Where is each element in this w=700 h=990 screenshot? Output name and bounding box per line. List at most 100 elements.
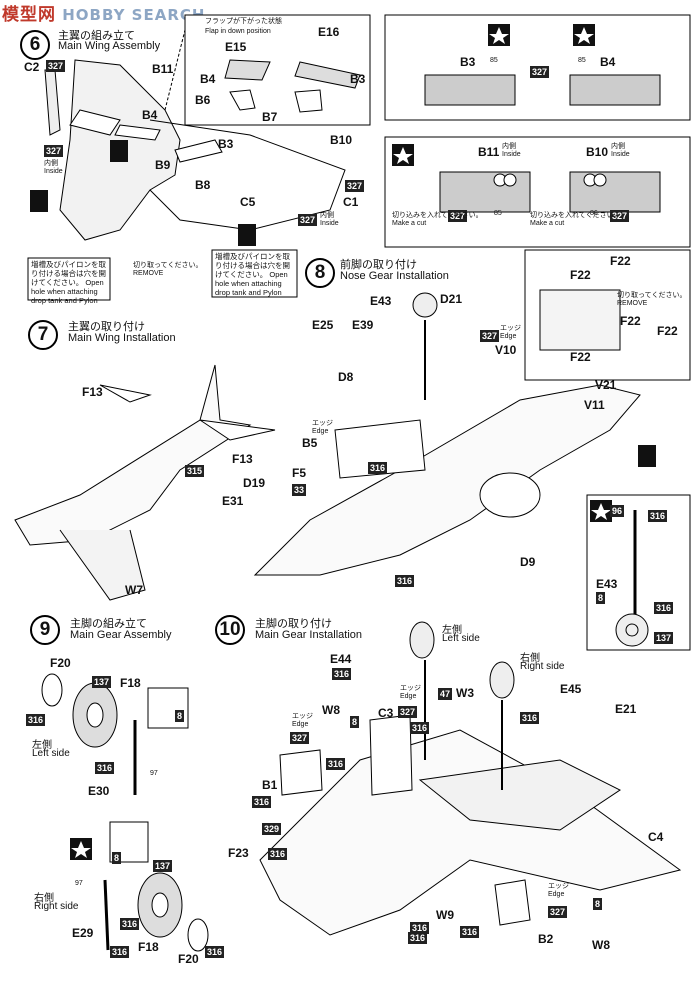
remove-label-f22: 切り取ってください。REMOVE bbox=[617, 292, 687, 307]
part-F23: F23 bbox=[228, 846, 249, 860]
color-327-b10: 327 bbox=[610, 210, 630, 222]
step-8-title-en: Nose Gear Installation bbox=[340, 270, 449, 282]
color-316-c: 316 bbox=[120, 918, 140, 930]
color-137-inset: 137 bbox=[654, 632, 674, 644]
color-137-a: 137 bbox=[92, 676, 112, 688]
color-316-e45: 316 bbox=[520, 712, 540, 724]
color-316-b1: 316 bbox=[326, 758, 346, 770]
color-47: 47 bbox=[438, 688, 453, 700]
part-W8-b: W8 bbox=[592, 938, 610, 952]
part-B7: B7 bbox=[262, 110, 278, 124]
color-316-b: 316 bbox=[95, 762, 115, 774]
step-8-number: 8 bbox=[305, 258, 335, 288]
part-D21: D21 bbox=[440, 292, 463, 306]
cut-note-right: 切り込みを入れてください。Make a cut bbox=[530, 212, 621, 227]
color-316-w9b: 316 bbox=[460, 926, 480, 938]
cut-note-left: 切り込みを入れてください。Make a cut bbox=[392, 212, 483, 227]
part-E39: E39 bbox=[352, 318, 374, 332]
flap-note-jp: フラップが下がった状態 bbox=[205, 18, 282, 25]
part-V21: V21 bbox=[595, 378, 617, 392]
part-F18-a: F18 bbox=[120, 676, 141, 690]
part-E45: E45 bbox=[560, 682, 582, 696]
part-E43-inset: E43 bbox=[596, 577, 618, 591]
part-E21: E21 bbox=[615, 702, 637, 716]
color-316-ng: 316 bbox=[648, 510, 668, 522]
color-8-w8: 8 bbox=[350, 716, 360, 728]
part-V10: V10 bbox=[495, 343, 517, 357]
color-85-a: 85 bbox=[490, 57, 498, 64]
color-8-b: 8 bbox=[112, 852, 122, 864]
step-7-number: 7 bbox=[28, 320, 58, 350]
step-7-title-en: Main Wing Installation bbox=[68, 332, 176, 344]
part-W9: W9 bbox=[436, 908, 454, 922]
color-33: 33 bbox=[292, 484, 307, 496]
color-137-b: 137 bbox=[153, 860, 173, 872]
part-C3: C3 bbox=[378, 706, 394, 720]
color-85-b: 85 bbox=[578, 57, 586, 64]
color-327-v10: 327 bbox=[480, 330, 500, 342]
part-F22-e: F22 bbox=[657, 324, 678, 338]
part-D8: D8 bbox=[338, 370, 354, 384]
color-327-b2: 327 bbox=[548, 906, 568, 918]
color-327-b1: 327 bbox=[290, 732, 310, 744]
color-327-d: 327 bbox=[44, 145, 64, 157]
part-V11: V11 bbox=[584, 398, 605, 412]
color-315: 315 bbox=[185, 465, 205, 477]
part-F13-a: F13 bbox=[82, 385, 103, 399]
color-316-a: 316 bbox=[26, 714, 46, 726]
color-327-b: 327 bbox=[345, 180, 365, 192]
part-W3: W3 bbox=[456, 686, 474, 700]
part-E31: E31 bbox=[222, 494, 244, 508]
part-F5: F5 bbox=[292, 466, 307, 480]
drop-tank-note-right: 増槽及びパイロンを取り付ける場合は穴を開けてください。 Open hole wh… bbox=[215, 252, 290, 297]
color-8-inset: 8 bbox=[596, 592, 606, 604]
part-D19: D19 bbox=[243, 476, 266, 490]
color-327-panel: 327 bbox=[530, 66, 550, 78]
part-E15: E15 bbox=[225, 40, 247, 54]
step-10-title-jp: 主脚の取り付け bbox=[255, 618, 332, 630]
part-B4-panel: B4 bbox=[600, 55, 616, 69]
part-F22-b: F22 bbox=[570, 268, 591, 282]
color-316-bottom: 316 bbox=[408, 932, 428, 944]
color-327: 327 bbox=[46, 60, 66, 72]
part-F22-a: F22 bbox=[610, 254, 631, 268]
color-8-w8b: 8 bbox=[593, 898, 603, 910]
color-327-c3: 327 bbox=[398, 706, 418, 718]
part-B10: B10 bbox=[330, 133, 353, 147]
part-C2: C2 bbox=[24, 60, 40, 74]
part-C1: C1 bbox=[343, 195, 359, 209]
part-F13-b: F13 bbox=[232, 452, 253, 466]
step-9-number: 9 bbox=[30, 615, 60, 645]
step-9-title-jp: 主脚の組み立て bbox=[70, 618, 147, 630]
part-B4-flap: B4 bbox=[200, 72, 216, 86]
part-B3-flap: B3 bbox=[350, 72, 366, 86]
part-B6: B6 bbox=[195, 93, 211, 107]
color-96: 96 bbox=[610, 505, 625, 517]
step-6-title-jp: 主翼の組み立て bbox=[58, 30, 135, 42]
color-316-d: 316 bbox=[110, 946, 130, 958]
part-B1: B1 bbox=[262, 778, 278, 792]
color-327-b11: 327 bbox=[448, 210, 468, 222]
part-B11: B11 bbox=[152, 62, 174, 76]
part-B8: B8 bbox=[195, 178, 211, 192]
part-B11-inside: B11 bbox=[478, 145, 500, 159]
color-85-c: 85 bbox=[494, 210, 502, 217]
part-E16: E16 bbox=[318, 25, 340, 39]
color-97-a: 97 bbox=[150, 770, 158, 777]
step-7-title-jp: 主翼の取り付け bbox=[68, 321, 145, 333]
remove-label-step6: 切り取ってください。REMOVE bbox=[133, 262, 203, 277]
part-B2: B2 bbox=[538, 932, 554, 946]
step-10-title-en: Main Gear Installation bbox=[255, 629, 362, 641]
part-F18-b: F18 bbox=[138, 940, 159, 954]
color-316-fus: 316 bbox=[395, 575, 415, 587]
